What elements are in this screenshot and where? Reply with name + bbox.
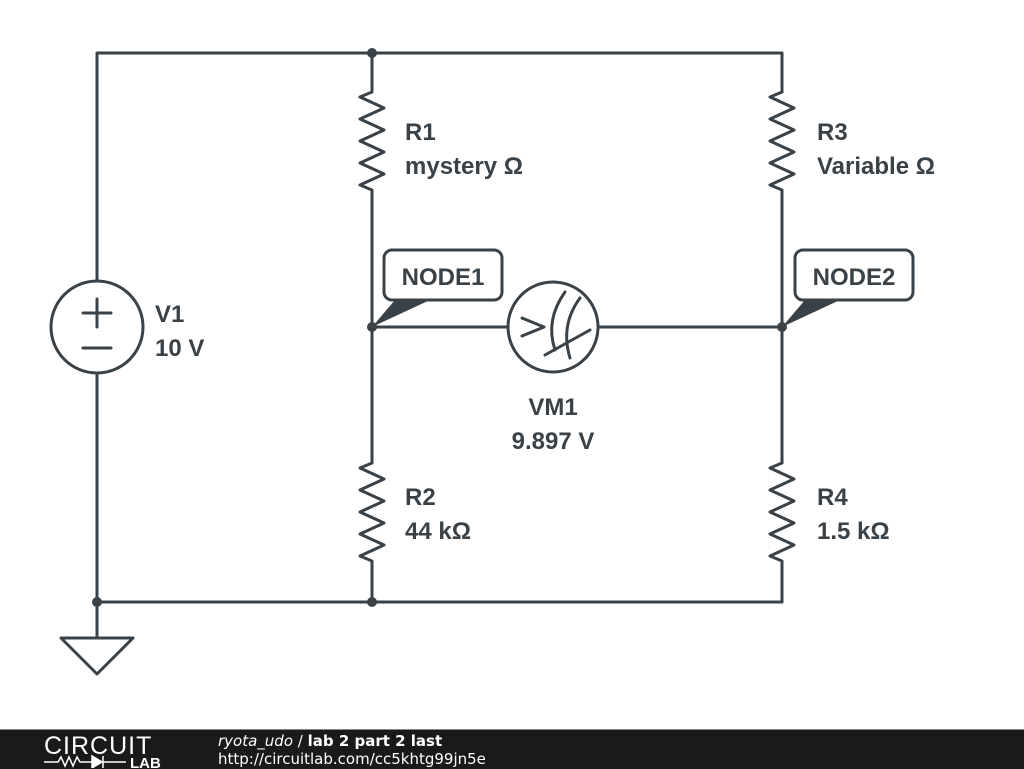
junction-bottom — [367, 597, 377, 607]
vm1-name: VM1 — [528, 394, 577, 421]
schematic: NODE1 NODE2 V1 10 V R1 mystery Ω R3 Vari… — [49, 48, 935, 676]
voltage-source-v1[interactable] — [49, 279, 145, 375]
wire-bottom — [95, 373, 784, 604]
logo-circuit: CIRCUIT — [44, 732, 153, 760]
node1-label: NODE1 — [402, 264, 485, 291]
author-link[interactable]: ryota_udo — [218, 732, 293, 750]
resistor-r2[interactable] — [358, 461, 386, 604]
r1-value: mystery Ω — [405, 153, 523, 180]
v1-name: V1 — [155, 301, 184, 328]
r2-value: 44 kΩ — [405, 518, 471, 545]
r2-name: R2 — [405, 484, 436, 511]
resistor-r4[interactable] — [768, 461, 796, 604]
separator: / — [293, 732, 308, 750]
footer-bar: CIRCUIT LAB ryota_udo / lab 2 part 2 las… — [0, 729, 1024, 769]
r4-name: R4 — [817, 484, 848, 511]
node1-tag[interactable] — [382, 248, 504, 302]
voltmeter-icon — [520, 290, 592, 360]
node1-pointer — [372, 300, 430, 327]
r1-name: R1 — [405, 119, 436, 146]
resistor-r1[interactable] — [358, 51, 386, 465]
circuit-title[interactable]: lab 2 part 2 last — [307, 732, 443, 750]
circuit-url[interactable]: http://circuitlab.com/cc5khtg99jn5e — [218, 750, 486, 768]
footer-title-line: ryota_udo / lab 2 part 2 last — [218, 732, 442, 750]
r4-value: 1.5 kΩ — [817, 518, 890, 545]
voltmeter-vm1[interactable] — [506, 280, 600, 374]
r3-name: R3 — [817, 119, 848, 146]
wire-top — [95, 51, 784, 282]
node2-pointer — [782, 300, 840, 327]
plus-minus-icon — [81, 297, 113, 350]
r3-value: Variable Ω — [817, 153, 935, 180]
vm1-value: 9.897 V — [512, 428, 595, 455]
node2-label: NODE2 — [813, 264, 896, 291]
v1-value: 10 V — [155, 335, 204, 362]
logo-resistor-diode-icon: LAB — [44, 754, 161, 768]
ground-icon — [59, 600, 135, 676]
logo-lab: LAB — [130, 755, 161, 768]
resistor-r3[interactable] — [768, 90, 796, 465]
node2-tag[interactable] — [793, 248, 915, 302]
